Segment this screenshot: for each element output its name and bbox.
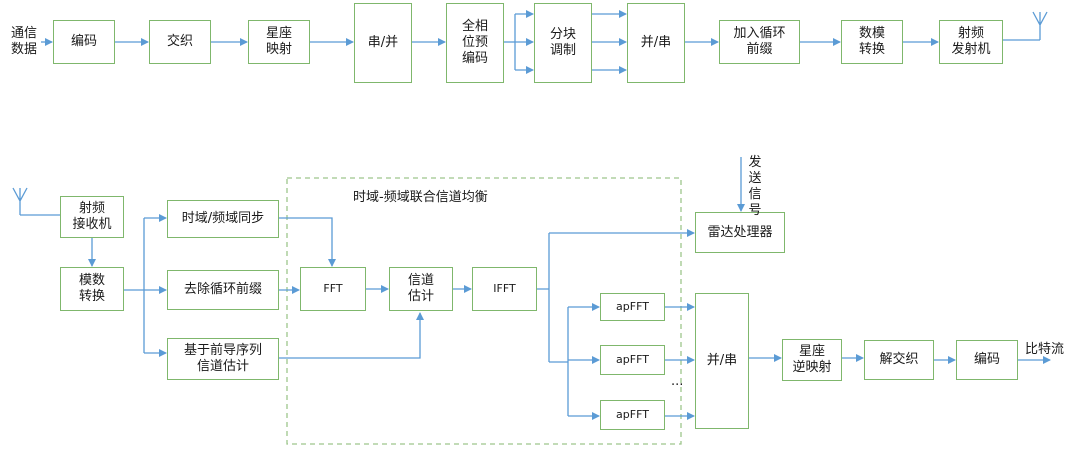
interleave-block: 交织 <box>149 20 211 64</box>
constellation-demap-block: 星座 逆映射 <box>782 339 842 381</box>
block-modulation-block: 分块 调制 <box>534 3 592 83</box>
ifft-block: IFFT <box>472 267 537 311</box>
full-phase-precode-block: 全相 位预 编码 <box>446 3 504 83</box>
ellipsis-label: ... <box>671 374 684 389</box>
antenna-icon <box>12 187 60 216</box>
fft-block: FFT <box>300 267 366 311</box>
constellation-map-block: 星座 映射 <box>248 20 310 64</box>
arrow-preamble-est <box>279 312 424 359</box>
apfft-block-2: apFFT <box>600 345 665 375</box>
input-label: 通信 数据 <box>11 26 38 57</box>
channel-est-block: 信道 估计 <box>389 267 453 311</box>
parallel-serial-block: 并/串 <box>627 3 685 83</box>
equalizer-frame <box>286 177 682 445</box>
output-label: 比特流 <box>1025 342 1065 357</box>
decode-block: 编码 <box>956 340 1018 380</box>
deinterleave-block: 解交织 <box>864 340 934 380</box>
arrow-sync-fft <box>279 217 336 267</box>
serial-parallel-block: 串/并 <box>354 3 412 83</box>
remove-cp-block: 去除循环前缀 <box>167 270 279 310</box>
antenna-icon <box>1003 11 1048 41</box>
rf-transmitter-block: 射频 发射机 <box>939 20 1003 64</box>
apfft-block-3: apFFT <box>600 400 665 430</box>
equalizer-title: 时域-频域联合信道均衡 <box>353 190 488 205</box>
rx-bus <box>124 218 145 353</box>
time-freq-sync-block: 时域/频域同步 <box>167 200 279 238</box>
radar-processor-block: 雷达处理器 <box>695 212 785 253</box>
send-signal-label: 发 送 信 号 <box>748 155 762 218</box>
adc-block: 模数 转换 <box>60 267 124 311</box>
add-cyclic-prefix-block: 加入循环 前缀 <box>719 20 800 64</box>
dac-block: 数模 转换 <box>841 20 903 64</box>
ifft-bus <box>537 233 550 362</box>
rx-parallel-serial-block: 并/串 <box>695 293 749 429</box>
preamble-channel-est-block: 基于前导序列 信道估计 <box>167 338 279 380</box>
apfft-block-1: apFFT <box>600 293 665 321</box>
encode-block: 编码 <box>53 20 115 64</box>
rf-receiver-block: 射频 接收机 <box>60 196 124 238</box>
